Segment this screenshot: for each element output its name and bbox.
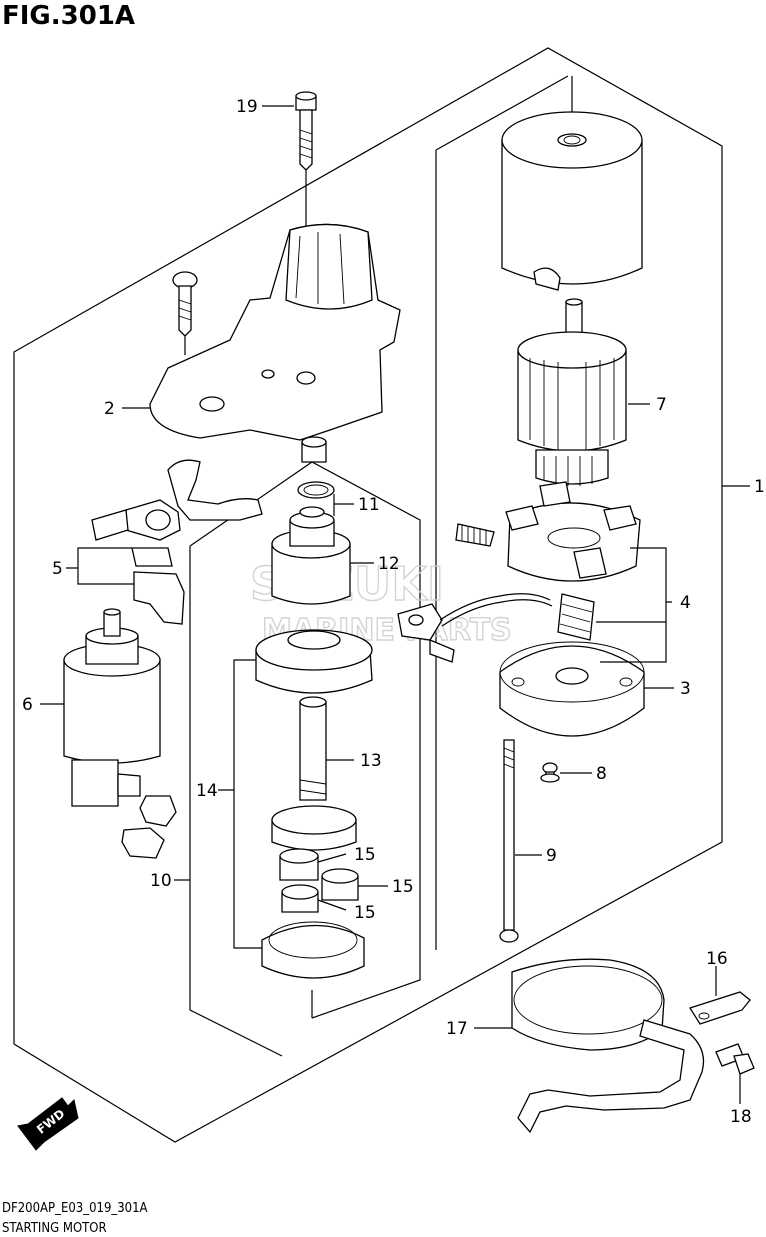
callout-12: 12 (378, 554, 400, 574)
callout-13: 13 (360, 751, 382, 771)
callout-15-b: 15 (392, 877, 414, 897)
bushing (301, 436, 327, 463)
part-18-bolt (715, 1043, 755, 1075)
part-15-gears (279, 848, 359, 913)
callout-1: 1 (754, 477, 765, 497)
callout-16: 16 (706, 949, 728, 969)
figure-caption: STARTING MOTOR (2, 1221, 107, 1236)
part-4-brush-holder (455, 481, 641, 641)
callout-11: 11 (358, 495, 380, 515)
part-5-lever (91, 459, 263, 625)
part-12-pinion (271, 506, 351, 605)
assembly-boundary-outer (13, 47, 723, 1143)
callout-8: 8 (596, 764, 607, 784)
brush-lead (397, 593, 553, 663)
callout-15-c: 15 (354, 903, 376, 923)
part-17-band (511, 958, 751, 1134)
callout-2: 2 (104, 399, 115, 419)
part-10-ring (261, 921, 365, 1018)
callout-5: 5 (52, 559, 63, 579)
fwd-badge: FWD (17, 1097, 79, 1151)
figure-title: FIG.301A (2, 1, 135, 31)
callout-4: 4 (680, 593, 691, 613)
callout-10: 10 (150, 871, 172, 891)
callout-9: 9 (546, 846, 557, 866)
part-1-yoke (501, 76, 643, 291)
drive-boundary (189, 461, 421, 1057)
callout-3: 3 (680, 679, 691, 699)
part-11-clip (297, 481, 335, 499)
cover-screw (172, 271, 198, 355)
callout-17: 17 (446, 1019, 468, 1039)
figure-code: DF200AP_E03_019_301A (2, 1201, 148, 1216)
callout-18: 18 (730, 1107, 752, 1127)
callout-7: 7 (656, 395, 667, 415)
callout-14: 14 (196, 781, 218, 801)
part-7-armature (517, 298, 627, 486)
part-9-through-bolt (499, 739, 519, 943)
callout-6: 6 (22, 695, 33, 715)
callout-15-a: 15 (354, 845, 376, 865)
callout-labels: 19 2 7 1 11 12 5 4 3 6 13 8 14 15 9 10 1… (22, 97, 765, 1127)
part-14-bracket (255, 629, 373, 694)
leader-lines (40, 105, 750, 1104)
motor-boundary (435, 75, 569, 950)
part-6-solenoid (63, 608, 177, 859)
part-13-shaft (271, 696, 357, 851)
part-2-housing (149, 223, 401, 441)
part-8-screw (540, 762, 560, 783)
part-3-end-frame (499, 641, 645, 737)
callout-19: 19 (236, 97, 258, 117)
